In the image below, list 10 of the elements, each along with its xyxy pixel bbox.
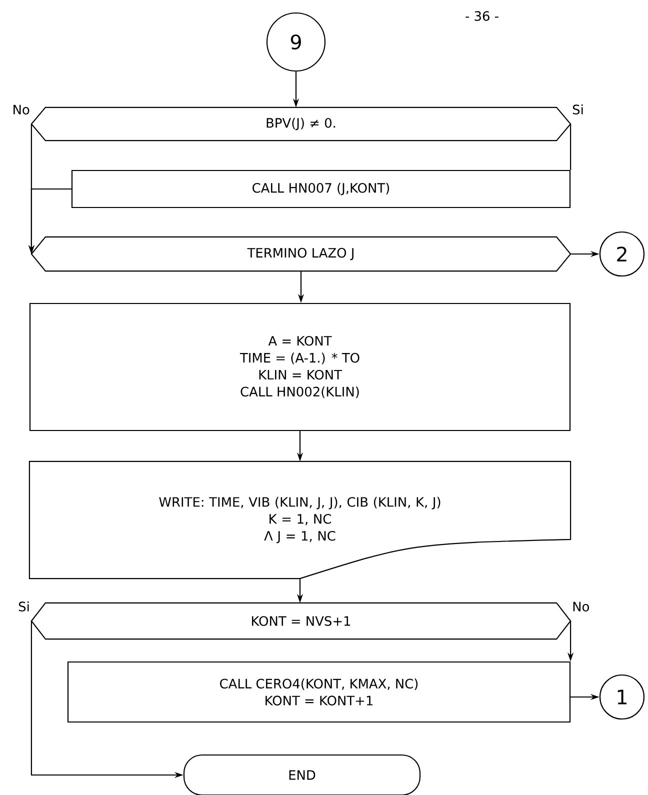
branch-label: Si — [18, 601, 29, 612]
process-box: CALL HN007 (J,KONT) — [71, 170, 571, 208]
branch-label: No — [573, 602, 589, 612]
output-document: WRITE: TIME, VIB (KLIN, J, J), CIB (KLIN, K, J) K = 1, NC Λ J = 1, NC — [28, 460, 572, 580]
page-number: - 36 - — [466, 11, 498, 21]
process-box: CALL CERO4(KONT, KMAX, NC) KONT = KONT+1 — [67, 661, 571, 723]
terminator: END — [183, 754, 421, 795]
process-box: A = KONT TIME = (A-1.) * TO KLIN = KONT CALL HN002(KLIN) — [29, 302, 571, 432]
branch-label: No — [14, 104, 30, 114]
branch-label: Si — [572, 104, 583, 114]
